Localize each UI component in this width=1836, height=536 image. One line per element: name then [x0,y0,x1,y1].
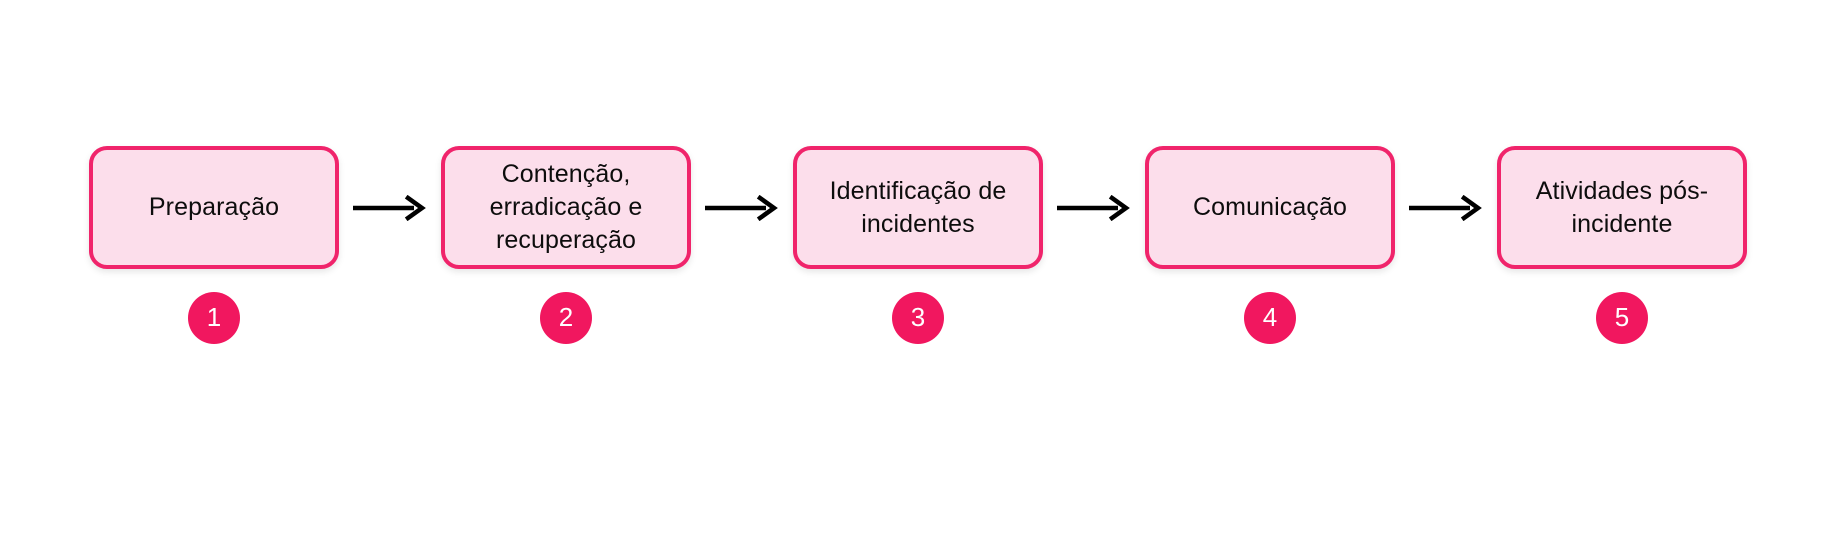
step-cell-1: Preparação [89,146,339,269]
step-cell-2: Contenção, erradicação e recuperação [441,146,691,269]
badge-slot-4: 4 [1145,292,1395,344]
arrow-right-icon-3 [1043,188,1145,228]
process-node-3[interactable]: Identificação de incidentes [793,146,1043,269]
step-number-badge-4: 4 [1244,292,1296,344]
step-number-badge-2: 2 [540,292,592,344]
step-number-badge-3: 3 [892,292,944,344]
arrow-right-icon-2 [691,188,793,228]
process-node-5-label: Atividades pós- incidente [1535,176,1709,238]
arrow-right-icon-1 [339,188,441,228]
badge-slot-3: 3 [793,292,1043,344]
step-number-row: 1 2 3 4 5 [0,287,1836,349]
step-number-badge-1: 1 [188,292,240,344]
process-node-4[interactable]: Comunicação [1145,146,1395,269]
arrow-right-icon-4 [1395,188,1497,228]
process-node-3-label: Identificação de incidentes [829,176,1007,238]
step-cell-4: Comunicação [1145,146,1395,269]
process-node-2[interactable]: Contenção, erradicação e recuperação [441,146,691,269]
process-node-5[interactable]: Atividades pós- incidente [1497,146,1747,269]
badge-slot-5: 5 [1497,292,1747,344]
process-node-1[interactable]: Preparação [89,146,339,269]
step-number-badge-5: 5 [1596,292,1648,344]
step-cell-5: Atividades pós- incidente [1497,146,1747,269]
process-flow-row: Preparação Contenção, erradicação e recu… [0,145,1836,270]
process-node-4-label: Comunicação [1193,193,1347,221]
process-node-2-label: Contenção, erradicação e recuperação [489,160,643,254]
badge-slot-1: 1 [89,292,339,344]
step-cell-3: Identificação de incidentes [793,146,1043,269]
badge-slot-2: 2 [441,292,691,344]
process-node-1-label: Preparação [148,193,280,221]
